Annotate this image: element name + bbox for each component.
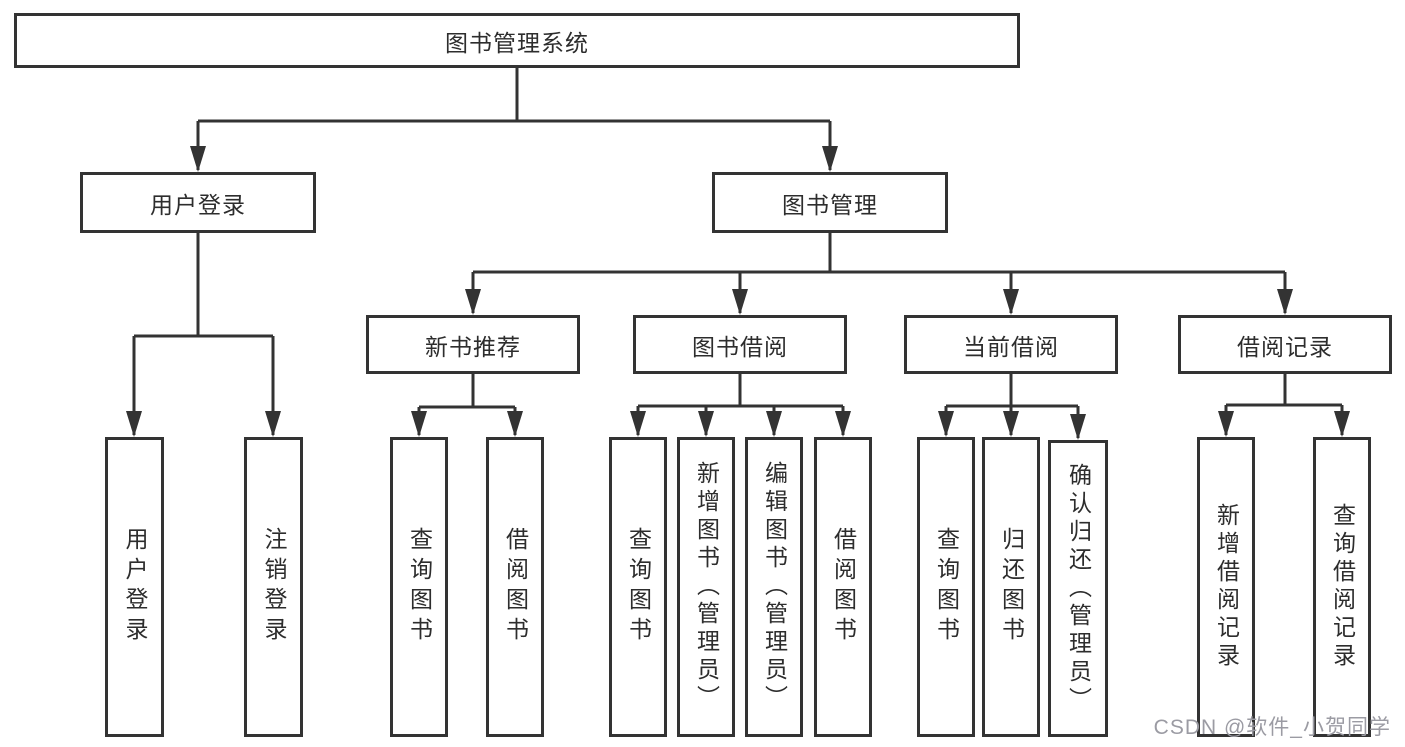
- node-label: 借阅图书: [830, 527, 857, 647]
- node-library-management-system: 图书管理系统: [14, 13, 1020, 68]
- leaf-return-books: 归还图书: [982, 437, 1040, 737]
- leaf-logout: 注销登录: [244, 437, 303, 737]
- node-label: 用户登录: [122, 527, 148, 647]
- node-book-borrow: 图书借阅: [633, 315, 847, 374]
- node-label: 新书推荐: [425, 333, 521, 360]
- node-borrow-records: 借阅记录: [1178, 315, 1392, 374]
- node-label: 查询借阅记录: [1329, 503, 1356, 671]
- node-label: 查询图书: [625, 527, 652, 647]
- leaf-query-books-current: 查询图书: [917, 437, 975, 737]
- connector-current-borrow-to-leaves: [944, 374, 1080, 438]
- csdn-watermark: CSDN @软件_小贺同学: [1153, 716, 1391, 739]
- node-new-book-recommend: 新书推荐: [366, 315, 580, 374]
- leaf-query-books-recommend: 查询图书: [390, 437, 448, 737]
- node-label: 归还图书: [998, 527, 1025, 647]
- node-label: 借阅图书: [502, 527, 529, 647]
- node-user-login: 用户登录: [80, 172, 316, 233]
- node-current-borrow: 当前借阅: [904, 315, 1118, 374]
- leaf-edit-books-admin: 编辑图书（管理员）: [745, 437, 803, 737]
- node-label: 查询图书: [933, 527, 960, 647]
- connector-root-to-level2: [196, 68, 832, 170]
- node-label: 图书借阅: [692, 333, 788, 360]
- node-label: 图书管理: [782, 191, 878, 218]
- leaf-borrow-books-recommend: 借阅图书: [486, 437, 544, 737]
- node-label: 新增图书（管理员）: [693, 461, 720, 713]
- node-label: 当前借阅: [963, 333, 1059, 360]
- leaf-query-borrow-record: 查询借阅记录: [1313, 437, 1371, 737]
- leaf-add-borrow-record: 新增借阅记录: [1197, 437, 1255, 737]
- node-label: 新增借阅记录: [1213, 503, 1240, 671]
- connector-user-login-to-leaves: [132, 233, 275, 435]
- node-label: 编辑图书（管理员）: [761, 461, 788, 713]
- node-book-management: 图书管理: [712, 172, 948, 233]
- connector-book-management-to-level3: [471, 233, 1287, 313]
- node-label: 确认归还（管理员）: [1065, 462, 1092, 715]
- node-label: 用户登录: [150, 191, 246, 218]
- node-label: 图书管理系统: [445, 29, 589, 56]
- connector-new-book-recommend-to-leaves: [417, 374, 517, 435]
- leaf-query-books-borrow: 查询图书: [609, 437, 667, 737]
- leaf-user-login: 用户登录: [105, 437, 164, 737]
- node-label: 借阅记录: [1237, 333, 1333, 360]
- leaf-confirm-return-admin: 确认归还（管理员）: [1048, 440, 1108, 737]
- node-label: 查询图书: [406, 527, 433, 647]
- connector-book-borrow-to-leaves: [636, 374, 845, 435]
- node-label: 注销登录: [261, 527, 287, 647]
- leaf-borrow-books: 借阅图书: [814, 437, 872, 737]
- leaf-add-books-admin: 新增图书（管理员）: [677, 437, 735, 737]
- connector-borrow-records-to-leaves: [1224, 374, 1344, 435]
